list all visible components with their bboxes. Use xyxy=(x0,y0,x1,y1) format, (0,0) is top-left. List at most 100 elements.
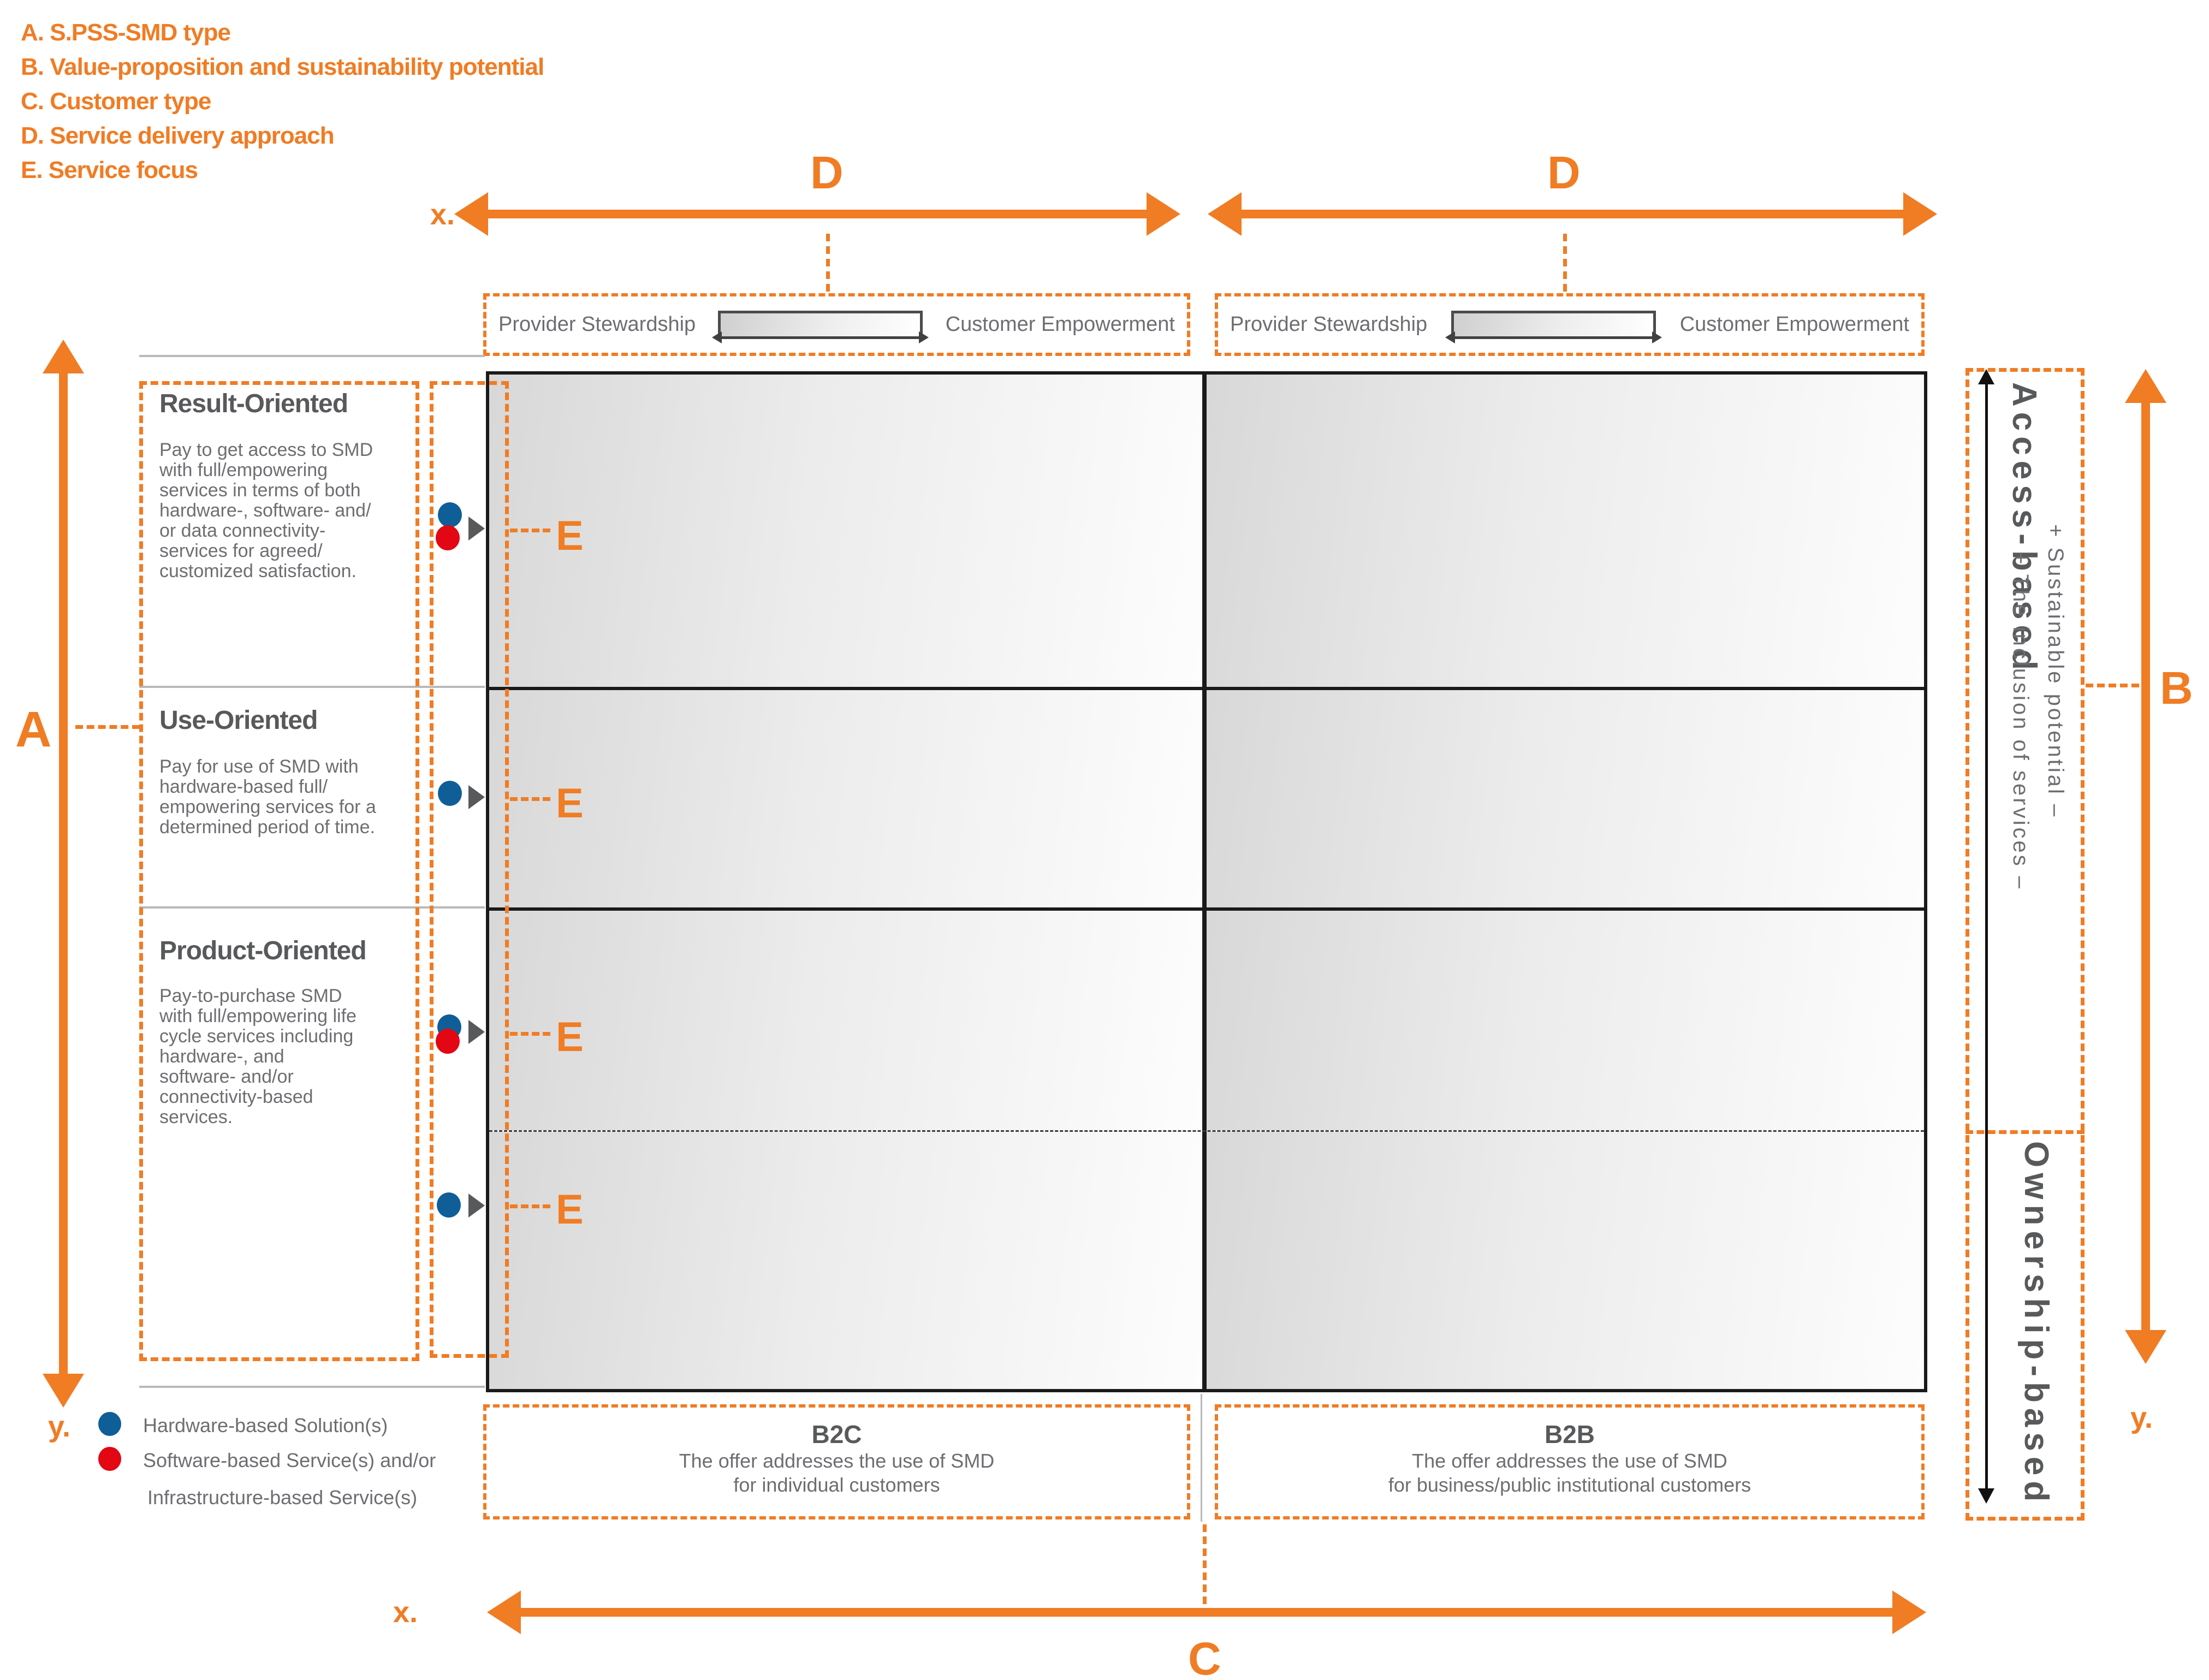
section-divider-1 xyxy=(139,686,485,688)
ownership-arrow-bottom-icon xyxy=(1978,1488,1994,1504)
slider-axis-line xyxy=(720,336,922,339)
software-dot-icon xyxy=(436,525,460,550)
d-arrow-left-shaft xyxy=(485,210,1149,218)
hardware-dot-icon xyxy=(437,1192,461,1218)
grid-cell-product-lower-b2b xyxy=(1207,1132,1924,1389)
e-label-row2: E xyxy=(556,780,584,827)
b2c-box: B2C The offer addresses the use of SMD f… xyxy=(483,1404,1190,1519)
e-connector-row1 xyxy=(510,529,550,532)
pss-types-outline xyxy=(139,381,419,1361)
customer-empowerment-label: Customer Empowerment xyxy=(945,313,1175,336)
hardware-dot-icon xyxy=(98,1412,121,1436)
provider-stewardship-label: Provider Stewardship xyxy=(498,313,696,336)
b-arrow-top-head-icon xyxy=(2125,369,2166,403)
service-focus-strip-outline xyxy=(430,381,509,1358)
grid-cell-use-b2c xyxy=(489,690,1202,907)
d-axis-label-right: D xyxy=(1547,147,1581,198)
x-axis-label-top: x. xyxy=(430,198,455,231)
grid-row-divider-dashed xyxy=(489,1130,1924,1132)
grid-cell-product-upper-b2c xyxy=(489,911,1202,1130)
pointer-triangle-icon xyxy=(468,1194,485,1218)
grid-cell-product-upper-b2b xyxy=(1207,911,1924,1130)
c-arrow-right-head-icon xyxy=(1892,1590,1926,1634)
d-axis-label-left: D xyxy=(810,147,844,198)
b-arrow-bottom-head-icon xyxy=(2125,1330,2166,1364)
slider-left-arrow-icon xyxy=(712,331,722,343)
pointer-triangle-icon xyxy=(468,517,485,541)
c-axis-label: C xyxy=(1188,1633,1221,1680)
result-oriented-description: Pay to get access to SMD with full/empow… xyxy=(159,440,373,581)
key-item-b: B. Value-proposition and sustainability … xyxy=(21,54,544,80)
pointer-triangle-icon xyxy=(468,1020,485,1044)
y-axis-label-right: y. xyxy=(2130,1402,2153,1434)
b2b-title: B2B xyxy=(1544,1420,1595,1449)
a-axis-label: A xyxy=(15,702,52,757)
stewardship-empowerment-slider xyxy=(712,310,929,343)
key-item-a: A. S.PSS-SMD type xyxy=(21,19,231,46)
x-axis-label-bottom: x. xyxy=(393,1596,418,1629)
result-oriented-title: Result-Oriented xyxy=(159,389,348,418)
section-divider-top xyxy=(139,355,485,357)
c-arrow-shaft xyxy=(518,1608,1896,1617)
d-arrow-right-shaft xyxy=(1238,210,1905,218)
a-arrow-bottom-head-icon xyxy=(43,1374,84,1408)
hardware-dot-icon xyxy=(438,502,462,527)
e-label-row4: E xyxy=(556,1186,584,1233)
use-oriented-title: Use-Oriented xyxy=(159,706,318,735)
e-label-row3: E xyxy=(556,1014,584,1060)
key-item-e: E. Service focus xyxy=(21,157,198,183)
d-arrow-right-right-head-icon xyxy=(1903,192,1937,236)
sustainable-potential-label: + Sustainable potential – xyxy=(2044,524,2068,819)
d-arrow-right-head-icon xyxy=(1208,192,1242,236)
software-dot-icon xyxy=(98,1447,121,1471)
stewardship-empowerment-slider xyxy=(1445,310,1662,343)
slider-right-arrow-icon xyxy=(919,331,929,343)
inclusion-of-services-label: + The inclusion of services – xyxy=(2009,551,2033,891)
hardware-legend-label: Hardware-based Solution(s) xyxy=(143,1414,388,1436)
grid-cell-result-b2b xyxy=(1207,375,1924,687)
access-based-label: Access-based xyxy=(2005,382,2043,676)
section-divider-2 xyxy=(139,906,485,909)
a-connector xyxy=(75,725,140,729)
hardware-dot-icon xyxy=(438,781,462,806)
d-arrow-left-right-head-icon xyxy=(1147,192,1180,236)
e-connector-row2 xyxy=(510,797,550,801)
matrix-grid xyxy=(486,371,1927,1392)
b2b-box: B2B The offer addresses the use of SMD f… xyxy=(1215,1404,1925,1519)
grid-cell-result-b2c xyxy=(489,375,1202,687)
slider-right-arrow-icon xyxy=(1652,331,1662,343)
grid-row-divider-1 xyxy=(489,687,1924,690)
y-axis-label-left: y. xyxy=(48,1410,71,1443)
ownership-arrow-top-icon xyxy=(1978,369,1994,384)
e-label-row1: E xyxy=(556,513,584,559)
slider-axis-line xyxy=(1452,336,1654,339)
pointer-triangle-icon xyxy=(468,785,485,809)
grid-cell-product-lower-b2c xyxy=(489,1132,1202,1389)
a-arrow-shaft xyxy=(59,371,68,1376)
value-axis-divider xyxy=(1965,1130,2085,1134)
d-connector-left xyxy=(826,234,830,292)
grid-cell-use-b2b xyxy=(1207,690,1924,907)
b-connector xyxy=(2086,684,2139,687)
c-arrow-left-head-icon xyxy=(487,1590,521,1634)
value-axis-outline xyxy=(1965,368,2085,1521)
b2b-line2: for business/public institutional custom… xyxy=(1388,1474,1751,1496)
d-connector-right xyxy=(1563,234,1567,292)
software-legend-label-line1: Software-based Service(s) and/or xyxy=(143,1449,436,1471)
customer-empowerment-label: Customer Empowerment xyxy=(1679,313,1909,336)
key-item-d: D. Service delivery approach xyxy=(21,122,335,149)
b2c-line1: The offer addresses the use of SMD xyxy=(679,1450,995,1472)
a-arrow-top-head-icon xyxy=(43,340,84,373)
c-connector xyxy=(1203,1524,1207,1604)
e-connector-row4 xyxy=(510,1204,550,1208)
service-delivery-box-b2b: Provider Stewardship Customer Empowermen… xyxy=(1215,293,1925,356)
ownership-based-label: Ownership-based xyxy=(2017,1141,2055,1507)
use-oriented-description: Pay for use of SMD with hardware-based f… xyxy=(159,756,376,838)
ownership-arrow-shaft xyxy=(1985,382,1988,1491)
product-oriented-description: Pay-to-purchase SMD with full/empowering… xyxy=(159,986,357,1127)
b2c-line2: for individual customers xyxy=(733,1474,940,1496)
customer-boxes-divider xyxy=(1201,1394,1202,1522)
service-delivery-box-b2c: Provider Stewardship Customer Empowermen… xyxy=(483,293,1190,356)
grid-row-divider-2 xyxy=(489,907,1924,911)
